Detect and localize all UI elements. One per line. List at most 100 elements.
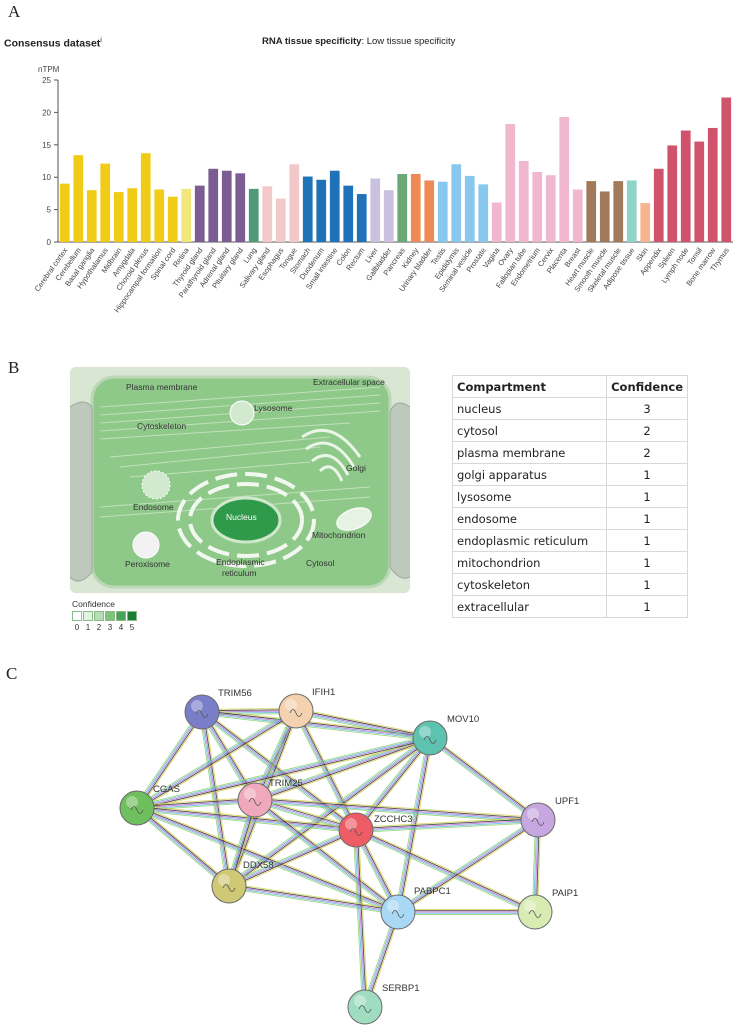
y-tick-label: 10: [42, 173, 51, 182]
bar[interactable]: [167, 196, 178, 242]
network-node[interactable]: SERBP1: [347, 983, 420, 1025]
bar[interactable]: [653, 168, 664, 242]
bar[interactable]: [586, 181, 597, 242]
bar[interactable]: [208, 168, 219, 242]
node-circle[interactable]: [517, 894, 553, 930]
legend-swatch-0: [72, 611, 82, 621]
bar[interactable]: [721, 97, 732, 242]
info-icon[interactable]: i: [100, 37, 102, 44]
bar[interactable]: [667, 145, 678, 242]
bar[interactable]: [235, 173, 246, 242]
bar[interactable]: [464, 175, 475, 242]
network-node[interactable]: ZCCHC3: [338, 812, 413, 848]
er-icon: [176, 472, 316, 568]
bar[interactable]: [181, 188, 192, 242]
node-label: TRIM56: [218, 688, 252, 699]
bar[interactable]: [248, 188, 259, 242]
bar[interactable]: [356, 194, 367, 242]
interaction-edge: [355, 830, 535, 914]
bar[interactable]: [397, 173, 408, 242]
bar[interactable]: [532, 172, 543, 242]
bar[interactable]: [140, 153, 151, 242]
bar[interactable]: [545, 175, 556, 242]
bar[interactable]: [194, 185, 205, 242]
bar[interactable]: [86, 190, 97, 242]
bar[interactable]: [424, 180, 435, 242]
bar[interactable]: [599, 191, 610, 242]
mitochondrion-label: Mitochondrion: [312, 530, 366, 540]
bar[interactable]: [707, 127, 718, 242]
bar[interactable]: [127, 188, 138, 242]
network-node[interactable]: PAIP1: [517, 888, 578, 930]
bar[interactable]: [73, 155, 84, 242]
bar[interactable]: [289, 164, 300, 242]
network-node[interactable]: PABPC1: [380, 886, 451, 930]
node-circle[interactable]: [184, 694, 220, 730]
bar[interactable]: [316, 179, 327, 242]
dataset-title: Consensus dataseti: [4, 37, 102, 50]
node-circle[interactable]: [347, 989, 383, 1025]
bar[interactable]: [59, 183, 70, 242]
legend-level-label: 0: [74, 623, 80, 632]
interaction-edge: [198, 712, 227, 887]
node-circle[interactable]: [380, 894, 416, 930]
bar[interactable]: [518, 161, 529, 242]
bar[interactable]: [640, 203, 651, 242]
bar[interactable]: [613, 181, 624, 242]
interaction-edge: [355, 829, 536, 913]
bar[interactable]: [410, 173, 421, 242]
interaction-edge: [356, 820, 539, 832]
node-circle[interactable]: [237, 782, 273, 818]
network-node[interactable]: CGAS: [119, 784, 180, 826]
node-circle[interactable]: [412, 720, 448, 756]
compartment-cell: extracellular: [451, 595, 608, 618]
interaction-edge: [136, 808, 398, 914]
bar[interactable]: [329, 170, 340, 242]
bar[interactable]: [100, 163, 111, 242]
bar[interactable]: [478, 184, 489, 242]
bar[interactable]: [694, 141, 705, 242]
interaction-edge: [295, 713, 430, 741]
bar[interactable]: [505, 124, 516, 242]
confidence-cell: 2: [606, 441, 688, 464]
network-node[interactable]: TRIM25: [237, 778, 303, 818]
legend-swatch-3: [105, 611, 115, 621]
bar[interactable]: [572, 189, 583, 242]
bar[interactable]: [154, 189, 165, 242]
subcellular-diagram: Plasma membrane Extracellular space Lyso…: [70, 367, 410, 593]
node-highlight: [527, 808, 539, 820]
network-node[interactable]: DDX58: [211, 860, 274, 904]
network-node[interactable]: TRIM56: [184, 688, 252, 730]
y-axis-label: nTPM: [38, 65, 60, 74]
network-node[interactable]: UPF1: [520, 796, 579, 838]
interaction-edge: [254, 799, 539, 821]
bar[interactable]: [113, 192, 124, 242]
interaction-edge: [397, 819, 539, 913]
node-circle[interactable]: [338, 812, 374, 848]
bar[interactable]: [383, 190, 394, 242]
interaction-edge: [295, 710, 431, 739]
network-node[interactable]: IFIH1: [278, 687, 335, 729]
interaction-edge: [136, 710, 297, 809]
bar[interactable]: [302, 176, 313, 242]
node-circle[interactable]: [211, 868, 247, 904]
bar[interactable]: [451, 164, 462, 242]
interaction-edge: [135, 708, 295, 807]
bar[interactable]: [437, 181, 448, 242]
bar[interactable]: [262, 186, 273, 242]
bar[interactable]: [343, 185, 354, 242]
bar[interactable]: [491, 202, 502, 242]
bar[interactable]: [626, 180, 637, 242]
bar[interactable]: [275, 198, 286, 242]
node-circle[interactable]: [520, 802, 556, 838]
node-label: CGAS: [153, 784, 180, 795]
node-circle[interactable]: [278, 693, 314, 729]
bar[interactable]: [680, 130, 691, 242]
confidence-cell: 3: [606, 397, 688, 420]
bar[interactable]: [559, 116, 570, 242]
network-node[interactable]: MOV10: [412, 714, 479, 756]
peroxisome-label: Peroxisome: [125, 559, 170, 569]
node-circle[interactable]: [119, 790, 155, 826]
bar[interactable]: [221, 170, 232, 242]
bar[interactable]: [370, 178, 381, 242]
